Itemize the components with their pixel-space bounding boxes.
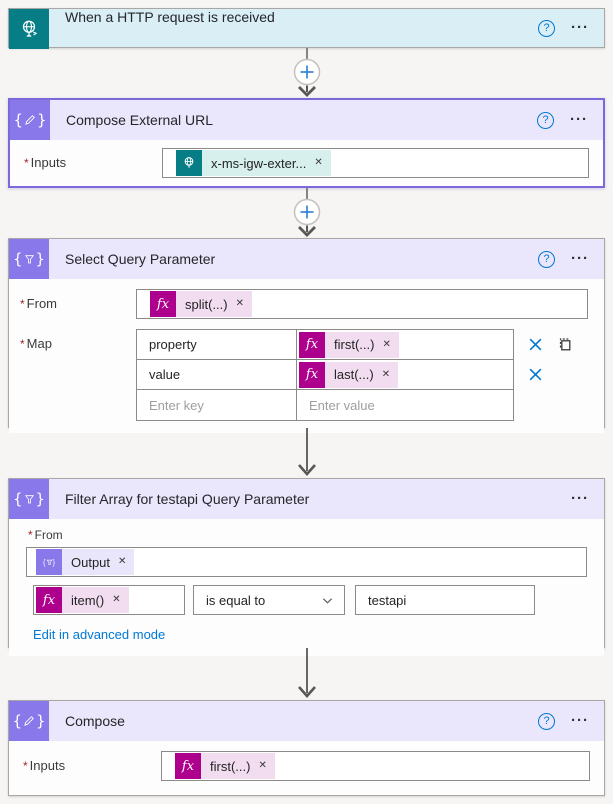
operator-dropdown[interactable]: is equal to [193, 585, 345, 615]
fx-expression-icon: fx [36, 587, 62, 613]
connector-2 [8, 188, 605, 238]
map-value-input[interactable] [297, 390, 513, 420]
http-request-globe-icon [9, 9, 49, 49]
delete-row-icon[interactable] [528, 367, 543, 382]
text-mode-toggle-icon[interactable] [556, 336, 572, 352]
card-title: Select Query Parameter [65, 251, 216, 267]
token-remove-icon[interactable]: ✕ [258, 760, 267, 771]
trigger-card-http-request[interactable]: When a HTTP request is received ? ··· [8, 8, 605, 49]
help-icon[interactable]: ? [537, 111, 554, 129]
token-remove-icon[interactable]: ✕ [118, 556, 127, 567]
ellipsis-menu-icon[interactable]: ··· [570, 111, 588, 128]
ellipsis-menu-icon[interactable]: ··· [571, 712, 589, 729]
connector-1 [8, 48, 605, 98]
insert-step-button[interactable] [293, 198, 320, 226]
output-token[interactable]: {} Output✕ [36, 549, 135, 575]
from-label: *From [20, 296, 58, 311]
from-label: *From [28, 528, 63, 542]
compose-braces-pencil-icon: { } [9, 701, 49, 741]
help-icon[interactable]: ? [538, 712, 555, 730]
help-icon[interactable]: ? [538, 19, 555, 37]
ellipsis-menu-icon[interactable]: ··· [571, 490, 589, 507]
http-token-globe-icon [176, 150, 202, 176]
map-row-1: property fx first(...)✕ [137, 330, 513, 360]
ellipsis-menu-icon[interactable]: ··· [571, 250, 589, 267]
select-braces-funnel-icon: { } [9, 239, 49, 279]
map-value-cell[interactable]: fx last(...)✕ [297, 360, 513, 389]
inputs-label: *Inputs [23, 758, 66, 773]
advanced-mode-link[interactable]: Edit in advanced mode [33, 627, 166, 642]
insert-step-button[interactable] [293, 58, 320, 86]
map-row-actions [514, 329, 572, 389]
condition-value-input[interactable] [355, 585, 535, 615]
inputs-label: *Inputs [24, 155, 67, 170]
card-title: Compose External URL [66, 112, 214, 128]
fx-expression-icon: fx [299, 331, 325, 358]
fx-token-split[interactable]: fx split(...)✕ [150, 291, 253, 317]
token-remove-icon[interactable]: ✕ [381, 368, 391, 380]
select-query-parameter-card[interactable]: { } Select Query Parameter ? ··· *From f… [8, 238, 605, 433]
fx-token-first[interactable]: fx first(...)✕ [175, 753, 275, 779]
token-remove-icon[interactable]: ✕ [235, 298, 245, 309]
ellipsis-menu-icon[interactable]: ··· [571, 19, 589, 36]
chevron-down-icon [321, 594, 334, 607]
connector-3 [8, 428, 605, 478]
fx-expression-icon: fx [150, 291, 176, 317]
map-value-cell[interactable]: fx first(...)✕ [297, 330, 513, 359]
map-row-empty [137, 390, 513, 420]
inputs-field[interactable]: fx first(...)✕ [161, 751, 590, 781]
from-field[interactable]: fx split(...)✕ [136, 289, 588, 319]
http-body-token[interactable]: x-ms-igw-exter...✕ [176, 150, 331, 176]
token-remove-icon[interactable]: ✕ [314, 157, 323, 168]
map-key-input[interactable] [137, 390, 296, 420]
fx-expression-icon: fx [299, 361, 325, 388]
fx-token-last[interactable]: fx last(...)✕ [299, 361, 399, 388]
fx-expression-icon: fx [175, 753, 201, 779]
map-label: *Map [20, 336, 52, 351]
compose-card[interactable]: { } Compose ? ··· *Inputs fx first(...)✕ [8, 700, 605, 796]
fx-token-item[interactable]: fx item()✕ [36, 587, 129, 613]
from-field[interactable]: {} Output✕ [26, 547, 587, 577]
select-output-icon: {} [36, 549, 62, 575]
filter-array-card[interactable]: { } Filter Array for testapi Query Param… [8, 478, 605, 656]
compose-external-url-card[interactable]: { } Compose External URL ? ··· *Inputs [8, 98, 605, 188]
help-icon[interactable]: ? [538, 250, 555, 268]
condition-left-field[interactable]: fx item()✕ [33, 585, 185, 615]
map-key-cell[interactable]: value [137, 360, 297, 389]
token-remove-icon[interactable]: ✕ [382, 338, 391, 350]
fx-token-first[interactable]: fx first(...)✕ [299, 331, 399, 358]
map-table: property fx first(...)✕ value [136, 329, 514, 421]
trigger-actions: ? ··· [538, 9, 604, 47]
trigger-title: When a HTTP request is received [65, 9, 275, 25]
map-key-cell[interactable]: property [137, 330, 297, 359]
map-row-2: value fx last(...)✕ [137, 360, 513, 390]
card-title: Filter Array for testapi Query Parameter [65, 491, 310, 507]
inputs-field[interactable]: x-ms-igw-exter...✕ [162, 148, 589, 178]
compose-braces-pencil-icon: { } [10, 100, 50, 140]
connector-4 [8, 648, 605, 700]
token-remove-icon[interactable]: ✕ [112, 594, 121, 605]
filter-braces-funnel-icon: { } [9, 479, 49, 519]
card-title: Compose [65, 713, 125, 729]
delete-row-icon[interactable] [528, 337, 543, 352]
